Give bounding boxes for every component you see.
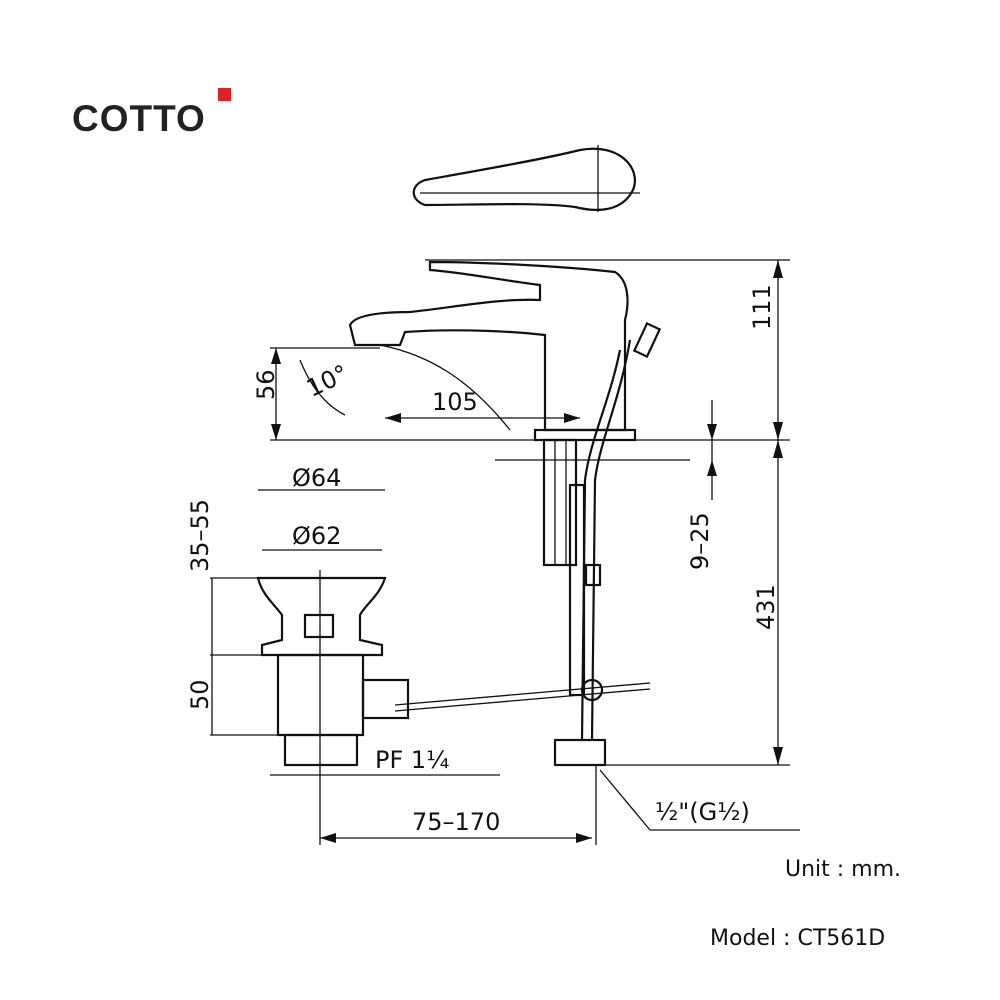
unit-label: Unit : mm. (785, 857, 902, 882)
brand-logo: COTTO (72, 98, 206, 139)
dim-50: 50 (186, 679, 214, 710)
dim-35-55: 35–55 (186, 499, 214, 572)
dim-d64: Ø64 (292, 464, 341, 492)
model-label: Model : CT561D (710, 926, 886, 951)
brand-logo-square (218, 88, 231, 101)
dim-56: 56 (252, 369, 280, 400)
dim-d62: Ø62 (292, 522, 341, 550)
handle-top-view (412, 145, 640, 212)
drain-assembly (210, 489, 500, 845)
dim-pf-thread: PF 1¼ (375, 746, 449, 774)
faucet-side-view (348, 260, 662, 767)
dim-111: 111 (748, 284, 776, 330)
dim-431: 431 (752, 584, 780, 630)
dim-9-25: 9–25 (686, 512, 714, 570)
dim-75-170: 75–170 (412, 808, 500, 836)
dim-10-degree: 10° (302, 359, 352, 402)
dim-connection: ½"(G½) (655, 798, 750, 826)
dim-105: 105 (432, 388, 478, 416)
